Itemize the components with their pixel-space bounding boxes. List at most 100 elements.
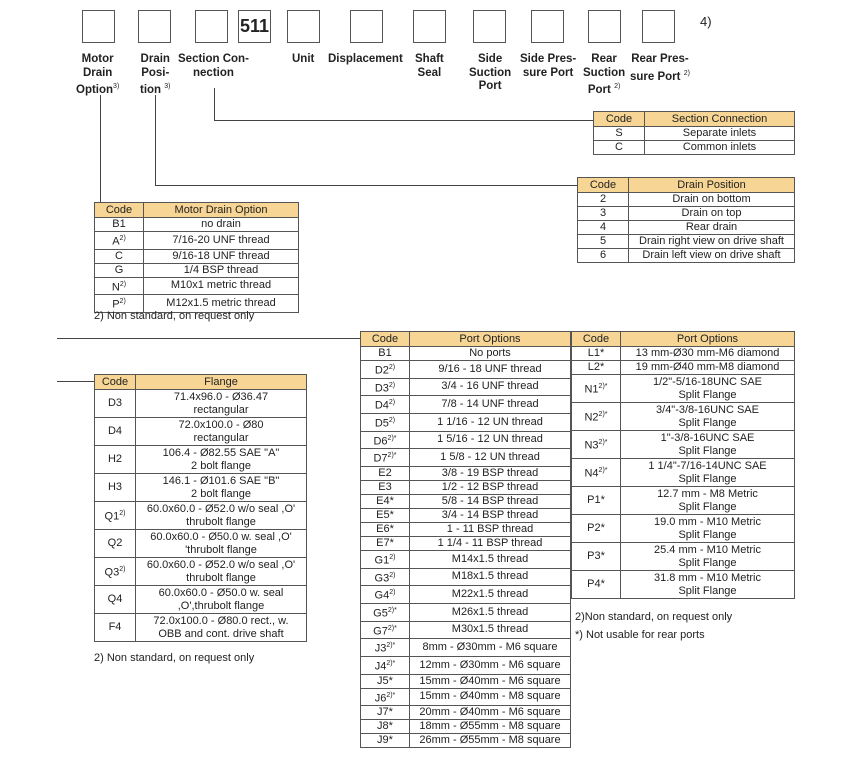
code-text: G [114,263,124,276]
column-header: Code [94,202,144,218]
code-text: D3 [107,397,123,409]
code-superscript: 2)* [598,383,608,391]
table-row: D72)*1 5/8 - 12 UN thread [360,448,571,467]
desc-text: M14x1.5 thread [451,552,529,565]
code-text: D4 [107,425,123,437]
code-cell: D42) [360,395,410,414]
desc-text: M12x1.5 metric thread [166,297,276,310]
code-cell: J8* [360,719,410,735]
code-text: D5 [374,417,389,430]
code-box-displacement [350,10,383,43]
table-row: E5*3/4 - 14 BSP thread [360,507,571,523]
code-superscript: 2)* [386,642,396,650]
code-cell: L2* [571,360,621,375]
desc-cell: 15mm - Ø40mm - M6 square [409,673,571,689]
code-cell: P4* [571,570,621,599]
port-options-table-right: Code Port Options L1*13 mm-Ø30 mm-M6 dia… [571,331,795,599]
code-text: E4* [376,494,394,507]
desc-text: 15mm - Ø40mm - M6 square [419,674,561,687]
desc-text: No ports [469,347,511,359]
desc-cell: Drain left view on drive shaft [628,248,795,263]
desc-cell: 9/16 - 18 UNF thread [409,360,571,379]
desc-cell: 12mm - Ø30mm - M6 square [409,655,571,675]
code-cell: H3 [94,473,136,502]
desc-text: 3/8 - 19 BSP thread [441,466,539,479]
desc-text: rectangular [193,431,249,444]
desc-text: 13 mm-Ø30 mm-M6 diamond [635,347,780,359]
label-section-connection: Section Con-nection [178,53,249,79]
desc-text: 19 mm-Ø40 mm-M8 diamond [635,361,780,373]
table-row: N2)M10x1 metric thread [94,276,299,296]
code-superscript: 2)* [386,659,396,667]
desc-text: ,O',thrubolt flange [177,599,265,612]
code-superscript: 2) [389,571,396,579]
column-header: Flange [135,374,307,390]
desc-text: 12mm - Ø30mm - M6 square [419,658,561,671]
desc-cell: 3/4 - 14 BSP thread [409,507,571,523]
code-text: P1* [587,494,605,506]
code-cell: Q2 [94,529,136,558]
desc-cell: 72.0x100.0 - Ø80.0 rect., w.OBB and cont… [135,613,307,642]
table-row: J9*26mm - Ø55mm - M8 square [360,733,571,749]
code-text: C [115,249,123,262]
code-cell: J7* [360,705,410,721]
code-superscript: 2) [389,589,396,597]
code-cell: S [593,126,645,141]
table-row: B1 No ports [360,346,571,361]
code-text: N1 [584,383,599,396]
desc-cell: 5/8 - 14 BSP thread [409,493,571,509]
code-cell: D52) [360,412,410,432]
code-superscript: 2) [388,364,396,371]
code-text: D2 [374,364,389,377]
code-text: B1 [378,347,392,359]
code-cell: E6* [360,521,410,537]
code-cell: 4 [577,220,629,235]
code-cell: Q4 [94,585,136,614]
code-cell: E3 [360,479,410,495]
code-text: D4 [374,399,389,412]
table-row: G72)*M30x1.5 thread [360,620,571,640]
desc-text: 71.4x96.0 - Ø36.47 [173,390,269,403]
code-cell: 2 [577,192,629,207]
desc-text: 7/16-20 UNF thread [172,233,270,246]
code-cell: N42)* [571,458,621,487]
desc-text: 8mm - Ø30mm - M6 square [422,641,558,654]
code-cell: D32) [360,377,410,397]
desc-text: 1 1/16 - 12 UN thread [437,415,543,428]
code-cell: H2 [94,445,136,474]
desc-text: 3/4 - 16 UNF thread [441,380,539,393]
desc-cell: 146.1 - Ø101.6 SAE "B"2 bolt flange [135,473,307,502]
desc-text: 5/8 - 14 BSP thread [441,494,539,507]
code-text: E2 [378,466,392,479]
desc-text: thrubolt flange [186,571,256,584]
desc-cell: M18x1.5 thread [409,567,571,587]
desc-cell: 26mm - Ø55mm - M8 square [409,733,571,749]
code-text: L1* [587,347,605,359]
desc-text: 1"-3/8-16UNC SAE [660,431,755,444]
desc-cell: 106.4 - Ø82.55 SAE "A"2 bolt flange [135,445,307,474]
desc-cell: 60.0x60.0 - Ø52.0 w/o seal ,O'thrubolt f… [135,557,307,586]
code-cell: P1* [571,486,621,515]
code-superscript: 2) [119,235,126,242]
code-box-unit-series: 511 [238,10,271,43]
code-text: Q1 [104,510,120,523]
desc-text: M26x1.5 thread [451,605,529,618]
desc-text: 31.8 mm - M10 Metric [654,571,761,584]
connector-motor-drain-v [100,95,101,202]
code-superscript: 2) [388,381,396,389]
desc-text: 146.1 - Ø101.6 SAE "B" [162,474,280,487]
code-cell: 6 [577,248,629,263]
